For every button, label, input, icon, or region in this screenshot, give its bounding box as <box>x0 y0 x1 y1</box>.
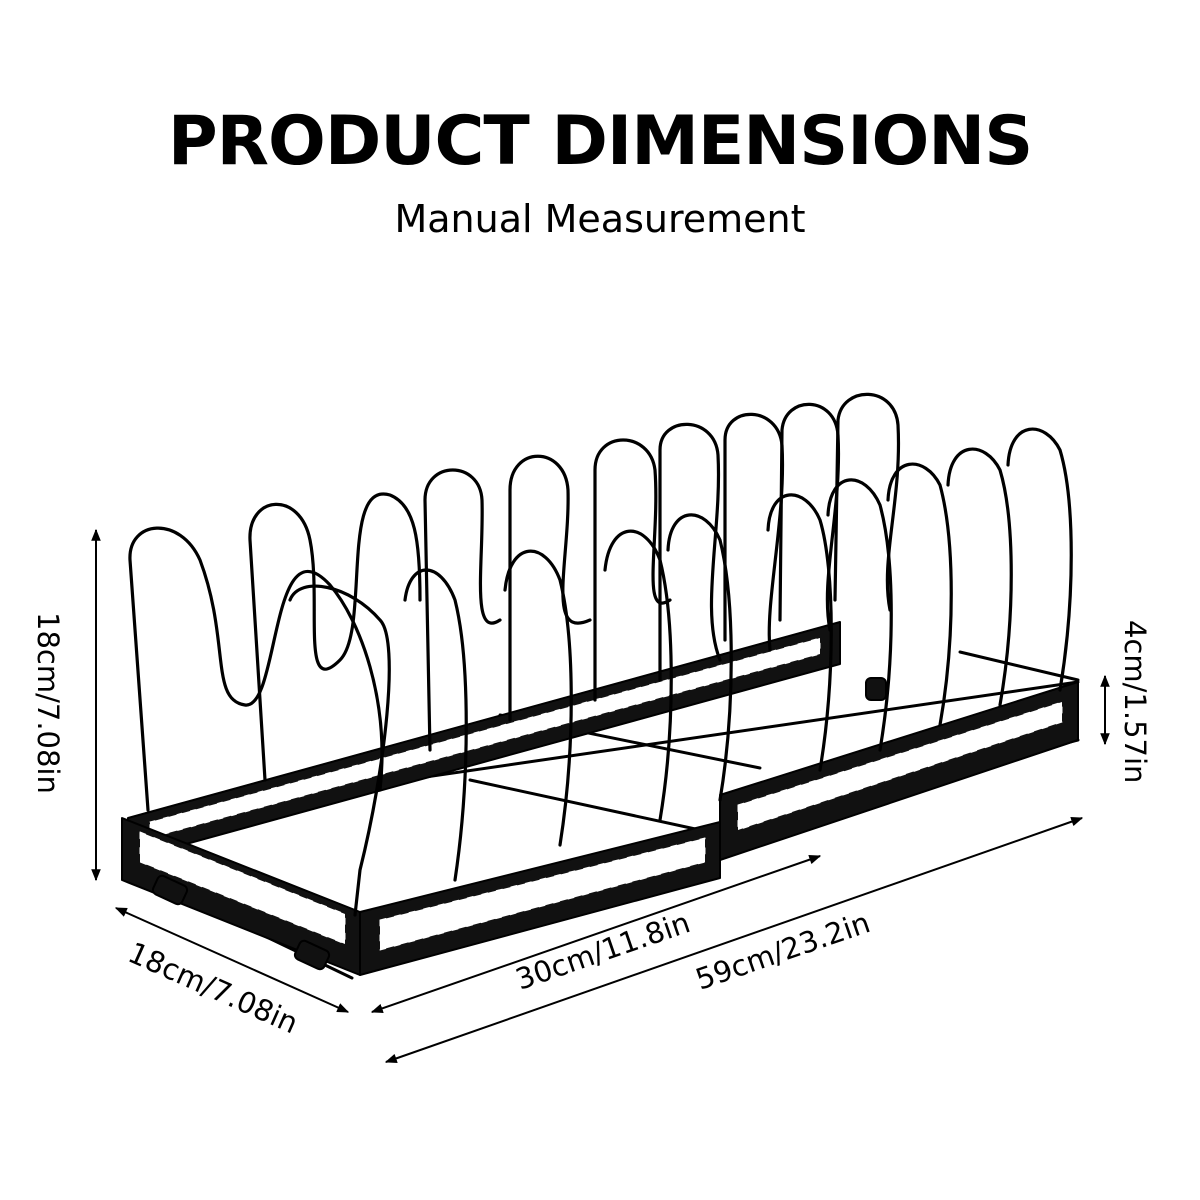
rail-height-label: 4cm/1.57in <box>1118 620 1152 783</box>
depth-arrow <box>114 907 350 1013</box>
max-length-label: 59cm/23.2in <box>691 905 874 996</box>
height-label: 18cm/7.08in <box>31 612 65 794</box>
wire-dividers-back <box>128 392 901 812</box>
rack-illustration <box>121 392 1080 980</box>
page-subtitle: Manual Measurement <box>394 197 806 241</box>
max-length-arrow <box>384 817 1084 1063</box>
wire-dividers-front <box>288 427 1073 917</box>
page-title: PRODUCT DIMENSIONS <box>167 102 1033 181</box>
dimension-arrows <box>91 528 1110 1063</box>
